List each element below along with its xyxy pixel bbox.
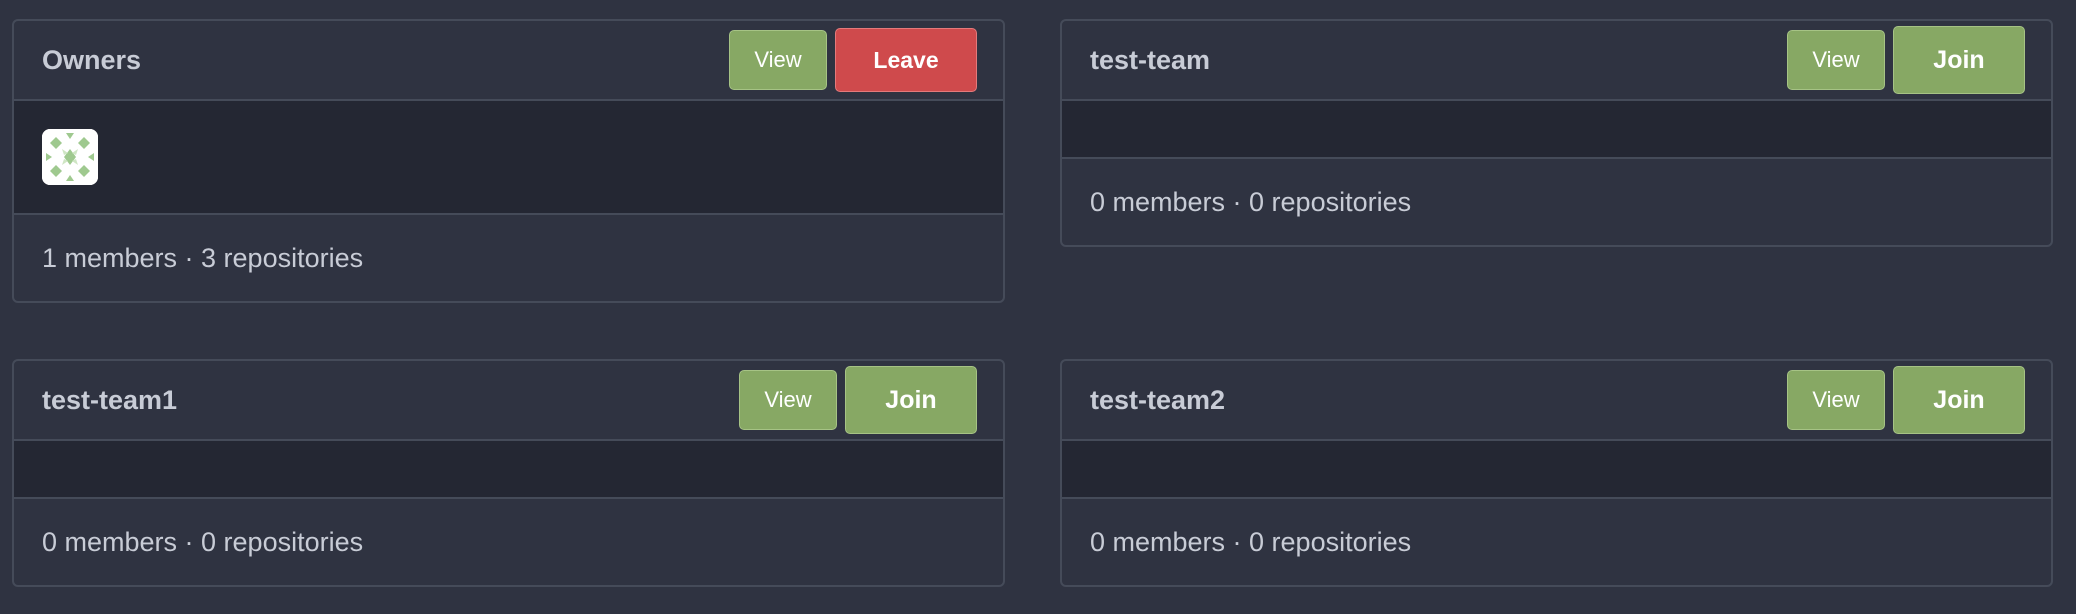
- team-card-header: test-team View Join: [1062, 21, 2051, 101]
- team-card-header: test-team2 View Join: [1062, 361, 2051, 441]
- member-avatar[interactable]: [42, 129, 98, 185]
- leave-button[interactable]: Leave: [835, 28, 977, 92]
- view-button[interactable]: View: [1787, 30, 1885, 90]
- team-card-test-team: test-team View Join 0 members · 0 reposi…: [1060, 19, 2053, 247]
- team-card-header: test-team1 View Join: [14, 361, 1003, 441]
- team-stats: 1 members · 3 repositories: [42, 242, 364, 273]
- team-name[interactable]: Owners: [42, 44, 142, 75]
- view-button[interactable]: View: [739, 370, 837, 430]
- team-stats: 0 members · 0 repositories: [42, 526, 364, 557]
- join-button[interactable]: Join: [1893, 26, 2025, 94]
- team-members-list: [14, 441, 1003, 499]
- team-card-owners: Owners View Leave: [12, 19, 1005, 303]
- team-members-list: [1062, 101, 2051, 159]
- view-button[interactable]: View: [729, 30, 827, 90]
- view-button[interactable]: View: [1787, 370, 1885, 430]
- team-actions: View Leave: [729, 28, 977, 92]
- team-members-list: [14, 101, 1003, 215]
- join-button[interactable]: Join: [845, 366, 977, 434]
- team-card-header: Owners View Leave: [14, 21, 1003, 101]
- team-actions: View Join: [739, 366, 977, 434]
- team-stats: 0 members · 0 repositories: [1090, 186, 1412, 217]
- team-name[interactable]: test-team2: [1090, 384, 1226, 415]
- team-name[interactable]: test-team: [1090, 44, 1211, 75]
- team-actions: View Join: [1787, 366, 2025, 434]
- team-card-test-team1: test-team1 View Join 0 members · 0 repos…: [12, 359, 1005, 587]
- team-card-test-team2: test-team2 View Join 0 members · 0 repos…: [1060, 359, 2053, 587]
- team-name[interactable]: test-team1: [42, 384, 178, 415]
- team-stats: 0 members · 0 repositories: [1090, 526, 1412, 557]
- join-button[interactable]: Join: [1893, 366, 2025, 434]
- identicon-avatar-icon: [42, 129, 98, 185]
- team-members-list: [1062, 441, 2051, 499]
- team-actions: View Join: [1787, 26, 2025, 94]
